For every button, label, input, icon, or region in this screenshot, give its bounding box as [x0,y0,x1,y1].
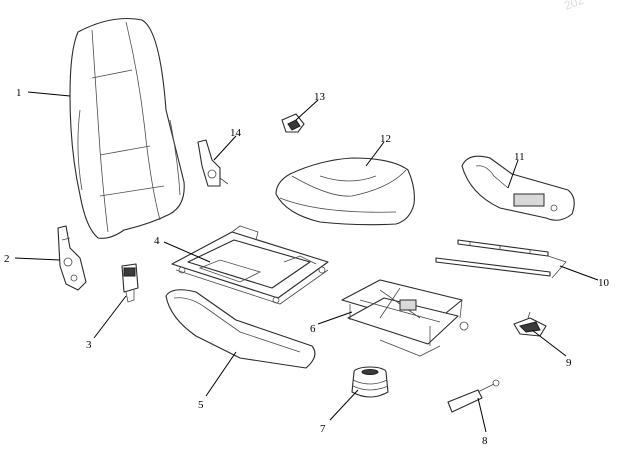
leader-line-10 [559,265,599,281]
part-11-side-shield [461,155,575,221]
part-14-bracket [197,139,229,187]
part-3-latch [121,263,139,303]
leader-line-12 [365,141,385,167]
leader-line-2 [14,257,61,261]
callout-7: 7 [320,423,326,435]
part-7-air-spring [351,366,389,398]
part-2-recliner-bracket [57,225,87,291]
callout-12: 12 [380,133,391,145]
watermark-text: 202 [562,0,586,13]
callout-14: 14 [230,127,242,139]
callout-8: 8 [482,435,488,447]
leader-line-3 [93,295,127,339]
callout-2: 2 [4,253,10,265]
leader-line-7 [329,389,359,421]
leader-line-4 [163,241,211,263]
callout-4: 4 [154,235,160,247]
leader-line-8 [477,397,487,433]
callout-10: 10 [598,277,610,289]
part-4-seat-frame [171,225,329,305]
leader-line-11 [507,159,519,189]
callout-6: 6 [310,323,316,335]
part-13-clip [281,113,305,133]
leader-line-6 [317,311,353,325]
part-1-seat-backrest [69,17,185,239]
part-10-slide-rails [435,239,567,279]
leader-line-5 [205,351,237,397]
callout-3: 3 [86,339,92,351]
callout-1: 1 [16,87,22,99]
part-12-seat-cushion [275,157,415,226]
leader-line-1 [27,91,71,97]
callout-11: 11 [514,151,525,163]
part-6-suspension-base [341,279,469,357]
leader-line-14 [213,135,237,161]
callout-13: 13 [314,91,326,103]
leader-line-13 [295,99,319,121]
part-5-side-trim [165,289,316,369]
callout-5: 5 [198,399,204,411]
part-8-damper [447,379,500,413]
part-9-handle [513,311,547,337]
callout-9: 9 [566,357,572,369]
leader-line-9 [531,329,567,357]
